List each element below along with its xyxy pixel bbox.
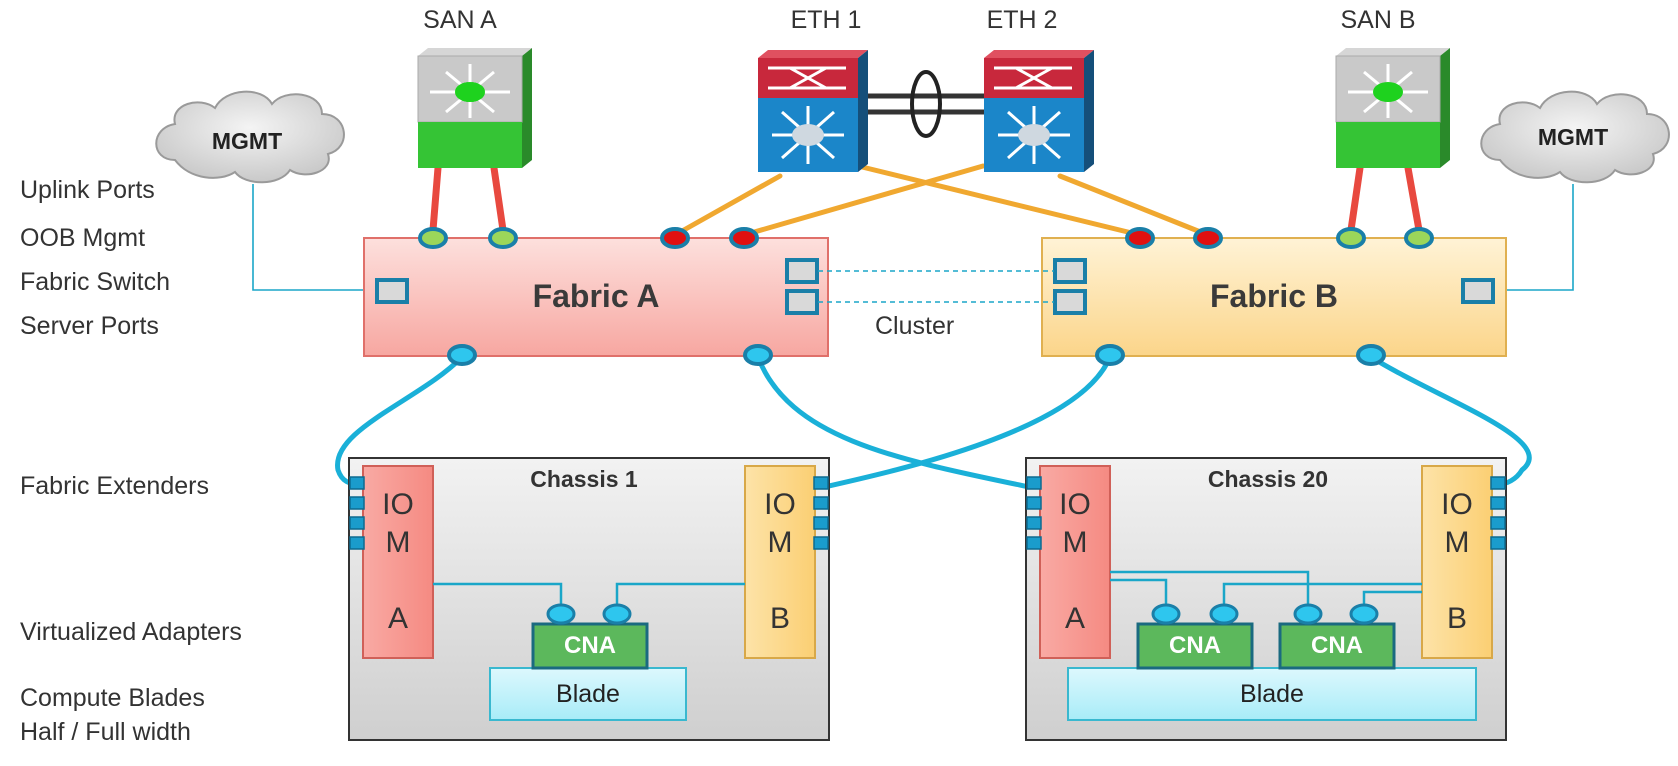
- fabric-b: [1041, 237, 1507, 357]
- mgmt-cloud-left-label: MGMT: [211, 128, 283, 154]
- iom-text: IO: [1441, 488, 1473, 521]
- chassis-20-iom-b-label: IO M B: [1422, 486, 1492, 638]
- compute-blades-width-label: Half / Full width: [20, 718, 191, 746]
- mgmt-link-right: [1476, 184, 1574, 291]
- fabric-b-label: Fabric B: [1209, 278, 1339, 314]
- iom-text: IO: [1059, 488, 1091, 521]
- san-a-switch: [417, 48, 532, 168]
- eth-uplinks: [672, 163, 1211, 238]
- chassis-1-cna-label: CNA: [564, 632, 616, 659]
- uplink-ports: [418, 227, 1434, 249]
- server-ports-label: Server Ports: [20, 312, 159, 340]
- chassis-20-blade-label: Blade: [1240, 680, 1304, 708]
- mgmt-link-left: [252, 184, 378, 291]
- chassis-1: [348, 457, 830, 741]
- iom-text: A: [1064, 602, 1085, 635]
- iom-text: M: [1444, 526, 1470, 559]
- san-a-label: SAN A: [423, 6, 497, 34]
- iom-text: M: [1062, 526, 1088, 559]
- chassis-20-title: Chassis 20: [1207, 466, 1329, 492]
- fabric-extenders-label: Fabric Extenders: [20, 472, 209, 500]
- server-ports: [447, 344, 1386, 366]
- chassis-1-iom-b-label: IO M B: [745, 486, 815, 638]
- cluster-label: Cluster: [875, 312, 955, 340]
- iom-text: IO: [382, 488, 414, 521]
- fabric-switch-label: Fabric Switch: [20, 268, 171, 296]
- virtualized-adapters-label: Virtualized Adapters: [20, 618, 242, 646]
- eth-interlink: [866, 70, 986, 138]
- cluster-links: [818, 270, 1054, 303]
- eth1-switch: [758, 50, 868, 172]
- san-uplinks: [429, 164, 1423, 234]
- chassis-20-cna-1-label: CNA: [1169, 632, 1221, 659]
- san-b-label: SAN B: [1340, 6, 1416, 34]
- iom-text: B: [769, 602, 790, 635]
- iom-text: A: [387, 602, 408, 635]
- fabric-a-label: Fabric A: [532, 278, 660, 314]
- mgmt-cloud-right: [1480, 90, 1670, 184]
- chassis-1-title: Chassis 1: [530, 466, 638, 492]
- iom-text: B: [1446, 602, 1467, 635]
- chassis-20-iom-a-label: IO M A: [1040, 486, 1110, 638]
- chassis-1-iom-a-label: IO M A: [363, 486, 433, 638]
- eth2-switch: [984, 50, 1094, 172]
- compute-blades-label: Compute Blades: [20, 684, 205, 712]
- oob-mgmt-label: OOB Mgmt: [20, 224, 146, 252]
- iom-text: IO: [764, 488, 796, 521]
- chassis-1-blade-label: Blade: [556, 680, 620, 708]
- iom-text: M: [767, 526, 793, 559]
- mgmt-cloud-left: [155, 90, 345, 184]
- iom-text: M: [385, 526, 411, 559]
- mgmt-cloud-right-label: MGMT: [1537, 124, 1609, 150]
- uplink-ports-label: Uplink Ports: [20, 176, 155, 204]
- eth2-label: ETH 2: [986, 6, 1058, 34]
- eth1-label: ETH 1: [790, 6, 862, 34]
- fabric-a: [363, 237, 829, 357]
- san-b-switch: [1335, 48, 1450, 168]
- chassis-20: [1025, 457, 1507, 741]
- chassis-20-cna-2-label: CNA: [1311, 632, 1363, 659]
